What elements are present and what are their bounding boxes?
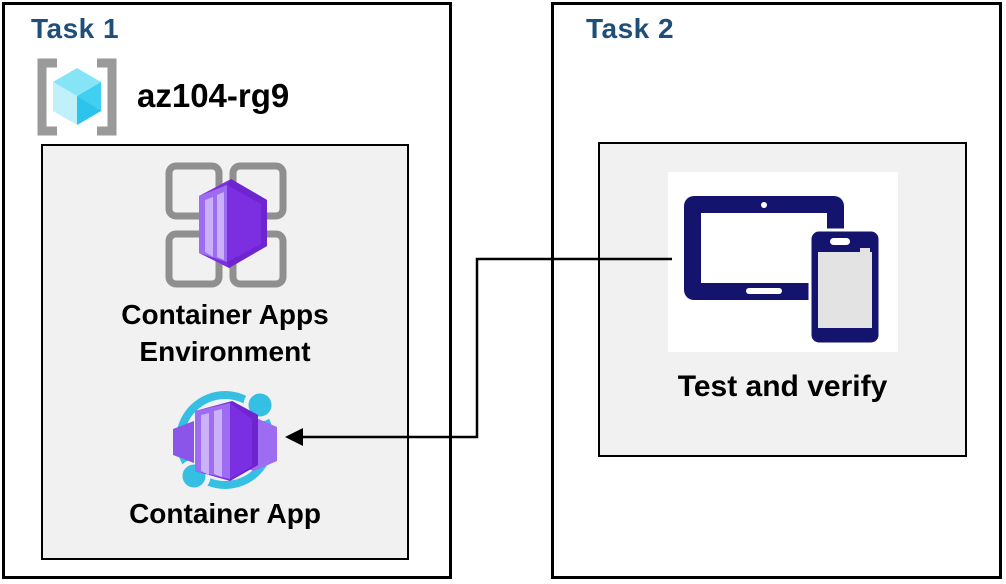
- container-apps-environment-icon: [161, 160, 289, 290]
- test-and-verify-panel: Test and verify: [598, 142, 967, 457]
- resource-group-label: az104-rg9: [137, 77, 290, 114]
- environment-label-line1: Container Apps: [121, 299, 329, 330]
- task1-title: Task 1: [31, 13, 120, 44]
- environment-label: Container Apps Environment: [43, 296, 407, 370]
- container-app-label: Container App: [129, 498, 321, 529]
- tablet-phone-devices-icon: [672, 174, 894, 350]
- task2-title: Task 2: [586, 13, 675, 44]
- container-app-icon: [168, 384, 282, 496]
- container-apps-environment-panel: Container Apps Environment Container App: [41, 144, 409, 560]
- resource-group-icon: [29, 57, 125, 137]
- test-and-verify-label: Test and verify: [677, 370, 888, 403]
- devices-icon-background: [668, 172, 898, 352]
- task1-box: Task 1 az104-rg9 Co: [2, 2, 452, 579]
- task2-box: Task 2 Test and verify: [551, 2, 1002, 579]
- environment-label-line2: Environment: [139, 336, 311, 367]
